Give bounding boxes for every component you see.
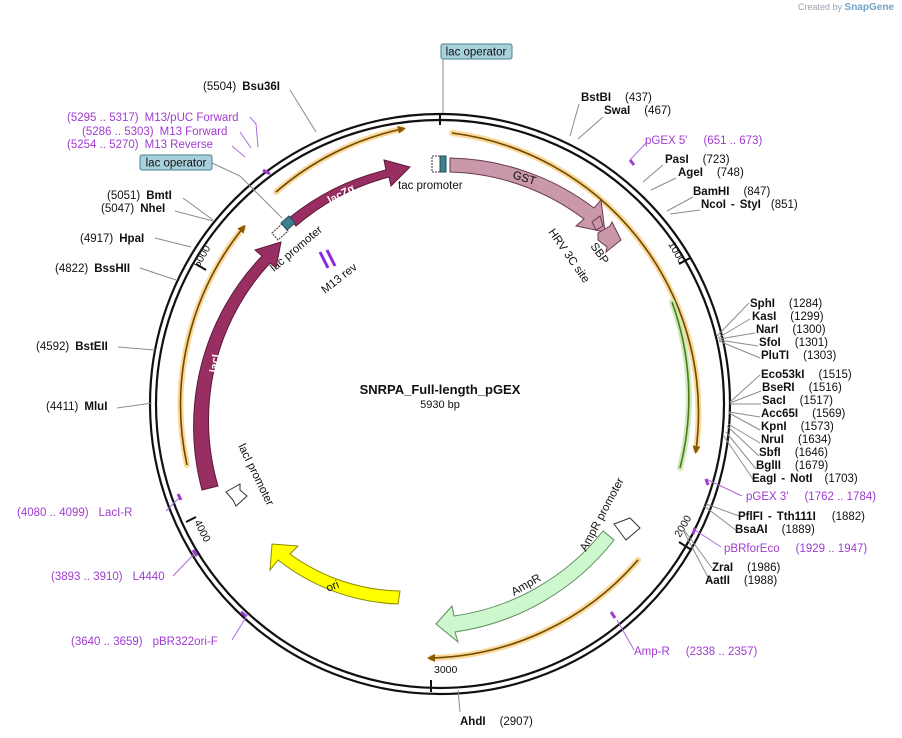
primer-pbr322ori-f: (3640 .. 3659)pBR322ori-F: [71, 636, 218, 648]
site-mlui: (4411)MluI: [46, 401, 107, 413]
feature-laci-promoter: [225, 483, 248, 507]
feature-lac-operator-left: [280, 215, 296, 231]
site-nrui: NruI(1634): [761, 434, 831, 446]
primer-pgex5: pGEX 5'(651 .. 673): [645, 135, 762, 147]
ruler-label-4000: 4000: [191, 518, 212, 544]
site-bseri: BseRI(1516): [762, 382, 842, 394]
site-nari: NarI(1300): [756, 324, 826, 336]
primer-m13puc-forward: (5295 .. 5317)M13/pUC Forward: [67, 112, 239, 124]
feature-tac-promoter: [431, 155, 441, 173]
site-eagi-noti: EagI-NotI(1703): [752, 473, 858, 485]
site-sfoi: SfoI(1301): [759, 337, 828, 349]
brand-prefix: Created by: [797, 2, 843, 12]
feature-lacz: [288, 159, 411, 227]
lac-operator-left-text: lac operator: [146, 158, 207, 170]
feature-laci-label: lacI: [208, 354, 222, 374]
primer-leaders: [165, 116, 743, 651]
site-pflfi-tth111i: PflFI-Tth111I(1882): [738, 511, 865, 523]
site-zrai: ZraI(1986): [712, 562, 781, 574]
orf-arc-lacz-core: [275, 125, 406, 193]
site-bmti: (5051)BmtI: [107, 190, 172, 202]
ruler-tick-5000: [195, 263, 207, 271]
site-kasi: KasI(1299): [752, 311, 824, 323]
ruler-tick-4000: [185, 516, 197, 523]
site-bsteii: (4592)BstEII: [36, 341, 108, 353]
primer-m13-forward: (5286 .. 5303)M13 Forward: [82, 126, 227, 138]
site-pluti: PluTI(1303): [761, 350, 837, 362]
site-labels: (5504)Bsu36I BstBI(437) SwaI(467) PasI(7…: [36, 81, 865, 728]
feature-ori: [269, 543, 401, 605]
plasmid-size: 5930 bp: [420, 399, 460, 411]
feature-hrv: [591, 215, 604, 231]
site-bsshii: (4822)BssHII: [55, 263, 130, 275]
site-ahdi: AhdI(2907): [460, 716, 533, 728]
site-bglii: BglII(1679): [756, 460, 828, 472]
ruler-label-5000: 5000: [191, 243, 213, 269]
site-ncoi-styi: NcoI-StyI(851): [701, 199, 798, 211]
ruler-label-3000: 3000: [434, 664, 458, 676]
features: GST SBP HRV 3C site tac promoter lacZα l…: [193, 155, 641, 644]
site-pasi: PasI(723): [665, 154, 730, 166]
site-leaders: [116, 89, 762, 713]
site-eco53ki: Eco53kI(1515): [761, 369, 852, 381]
orf-arc-gst-core: [451, 132, 701, 454]
snapgene-brand: Created by SnapGene: [798, 2, 894, 13]
orf-arc-laci-core: [179, 224, 246, 466]
site-bsaai: BsaAI(1889): [735, 524, 815, 536]
site-swai: SwaI(467): [604, 105, 671, 117]
ruler-tick-2000: [678, 541, 691, 550]
feature-hrv-label: HRV 3C site: [546, 227, 592, 286]
primer-l4440: (3893 .. 3910)L4440: [51, 571, 165, 583]
primer-laci-r: (4080 .. 4099)LacI-R: [17, 507, 132, 519]
site-bsu36i: (5504)Bsu36I: [203, 81, 280, 93]
site-nhei: (5047)NheI: [101, 203, 165, 215]
feature-m13rev-label: M13 rev: [319, 261, 359, 296]
lac-operator-top-box: lac operator: [440, 43, 513, 113]
feature-m13rev-2: [325, 249, 337, 267]
primer-pbrforeco: pBRforEco(1929 .. 1947): [724, 543, 867, 555]
plasmid-name: SNRPA_Full-length_pGEX: [360, 382, 521, 397]
feature-tac-promoter-label: tac promoter: [398, 180, 463, 192]
lac-operator-top-text: lac operator: [446, 47, 507, 59]
brand-name: SnapGene: [844, 2, 894, 13]
site-acc65i: Acc65I(1569): [761, 408, 846, 420]
feature-m13rev-1: [318, 251, 330, 269]
feature-sbp: [597, 220, 622, 254]
feature-lac-promoter: [271, 223, 289, 241]
feature-ori-label: ori: [325, 579, 341, 595]
site-agei: AgeI(748): [678, 167, 744, 179]
primer-m13-reverse: (5254 .. 5270)M13 Reverse: [67, 139, 213, 151]
primer-ampr: Amp-R(2338 .. 2357): [634, 646, 758, 658]
feature-ampr-promoter: [613, 517, 641, 541]
site-hpai: (4917)HpaI: [80, 233, 144, 245]
site-bstbi: BstBI(437): [581, 92, 652, 104]
site-kpni: KpnI(1573): [761, 421, 834, 433]
lac-operator-left-box: lac operator: [139, 154, 283, 219]
site-sbfi: SbfI(1646): [759, 447, 828, 459]
feature-laci: [193, 241, 282, 491]
site-sphi: SphI(1284): [750, 298, 822, 310]
orf-arcs: [177, 125, 702, 662]
orf-arc-green-core: [671, 301, 690, 469]
orf-arc-amp-core: [427, 559, 639, 662]
feature-gst: [449, 157, 606, 233]
ruler-tick-1000: [678, 257, 691, 265]
feature-ampr: [435, 530, 615, 644]
site-bamhi: BamHI(847): [693, 186, 770, 198]
primer-pgex3: pGEX 3'(1762 .. 1784): [746, 491, 876, 503]
site-saci: SacI(1517): [762, 395, 833, 407]
site-aatii: AatII(1988): [705, 575, 777, 587]
primer-labels: (5295 .. 5317)M13/pUC Forward (5286 .. 5…: [17, 112, 876, 658]
feature-lac-operator-top: [439, 155, 447, 173]
